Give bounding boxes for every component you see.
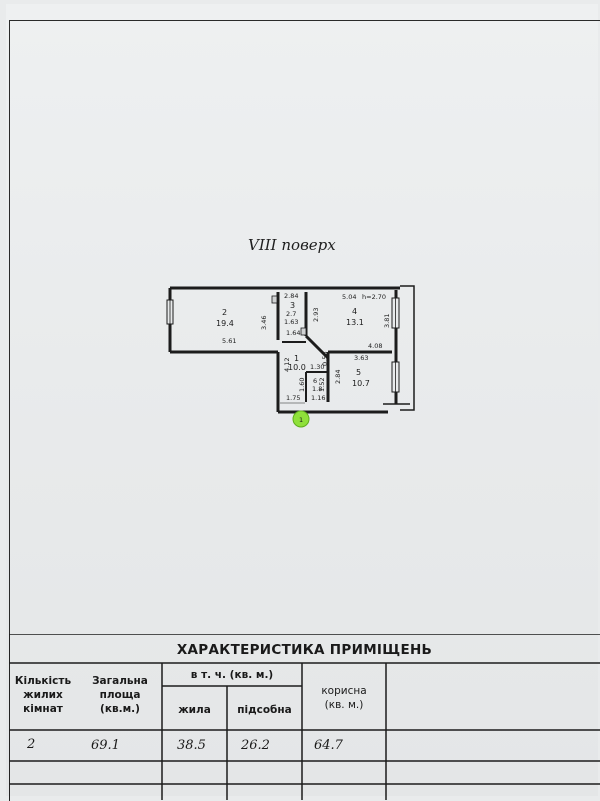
room-6-area: 1.8 bbox=[312, 385, 322, 393]
col-header-rooms: Кількість жилих кімнат bbox=[14, 675, 72, 715]
col-header-including: в т. ч. (кв. м.) bbox=[190, 669, 274, 681]
characteristics-table: ХАРАКТЕРИСТИКА ПРИМІЩЕНЬ Кількість жилих… bbox=[9, 634, 600, 800]
dim: 4.08 bbox=[368, 342, 382, 350]
dim: 5.04 bbox=[342, 293, 356, 301]
value-auxiliary-area: 26.2 bbox=[241, 738, 270, 753]
dim: 0.56 bbox=[321, 352, 329, 366]
dim: 1.63 bbox=[284, 318, 298, 326]
entrance-marker-label: 1 bbox=[299, 416, 303, 424]
table-title: ХАРАКТЕРИСТИКА ПРИМІЩЕНЬ bbox=[176, 642, 433, 658]
room-5-area: 10.7 bbox=[352, 379, 370, 388]
dim: 3.46 bbox=[260, 316, 268, 330]
dim: 1.52 bbox=[318, 378, 326, 392]
entrance-marker bbox=[292, 410, 310, 428]
value-total-area: 69.1 bbox=[91, 738, 120, 753]
room-6-number: 6 bbox=[313, 377, 317, 385]
floor-label: VIII поверх bbox=[248, 236, 336, 254]
room-3-number: 3 bbox=[290, 301, 295, 310]
col-header-total-area: Загальна площа (кв.м.) bbox=[92, 675, 148, 715]
value-useful-area: 64.7 bbox=[314, 738, 343, 753]
dim: 2.84 bbox=[334, 370, 342, 384]
wall-diagonal bbox=[304, 334, 330, 360]
value-rooms: 2 bbox=[27, 737, 36, 752]
dim: 1.30 bbox=[310, 363, 324, 371]
room-4-number: 4 bbox=[352, 307, 357, 316]
col-header-useful: корисна (кв. м.) bbox=[321, 685, 367, 711]
dim: 1.75 bbox=[286, 394, 300, 402]
dim: 2.93 bbox=[312, 308, 320, 322]
balcony bbox=[400, 285, 415, 411]
col-header-living: жила bbox=[178, 704, 211, 716]
table-grid bbox=[9, 634, 600, 800]
room-1-area: 10.0 bbox=[288, 363, 306, 372]
room-2-area: 19.4 bbox=[216, 319, 234, 328]
room-1-number: 1 bbox=[294, 354, 299, 363]
dim: 1.60 bbox=[298, 378, 306, 392]
dim: 3.63 bbox=[354, 354, 368, 362]
dim: 5.61 bbox=[222, 337, 236, 345]
dim: 4.12 bbox=[283, 358, 291, 372]
dim: 3.81 bbox=[383, 314, 391, 328]
room-2-number: 2 bbox=[222, 308, 227, 317]
room-4-area: 13.1 bbox=[346, 318, 364, 327]
value-living-area: 38.5 bbox=[177, 738, 206, 753]
room-3-area: 2.7 bbox=[286, 310, 296, 318]
room-5-number: 5 bbox=[356, 368, 361, 377]
dim: 1.16 bbox=[311, 394, 325, 402]
dim: 2.84 bbox=[284, 292, 298, 300]
drawing-frame bbox=[9, 20, 600, 801]
dim: h=2.70 bbox=[362, 293, 386, 301]
dim: 1.64 bbox=[286, 329, 300, 337]
col-header-auxiliary: підсобна bbox=[237, 704, 292, 716]
